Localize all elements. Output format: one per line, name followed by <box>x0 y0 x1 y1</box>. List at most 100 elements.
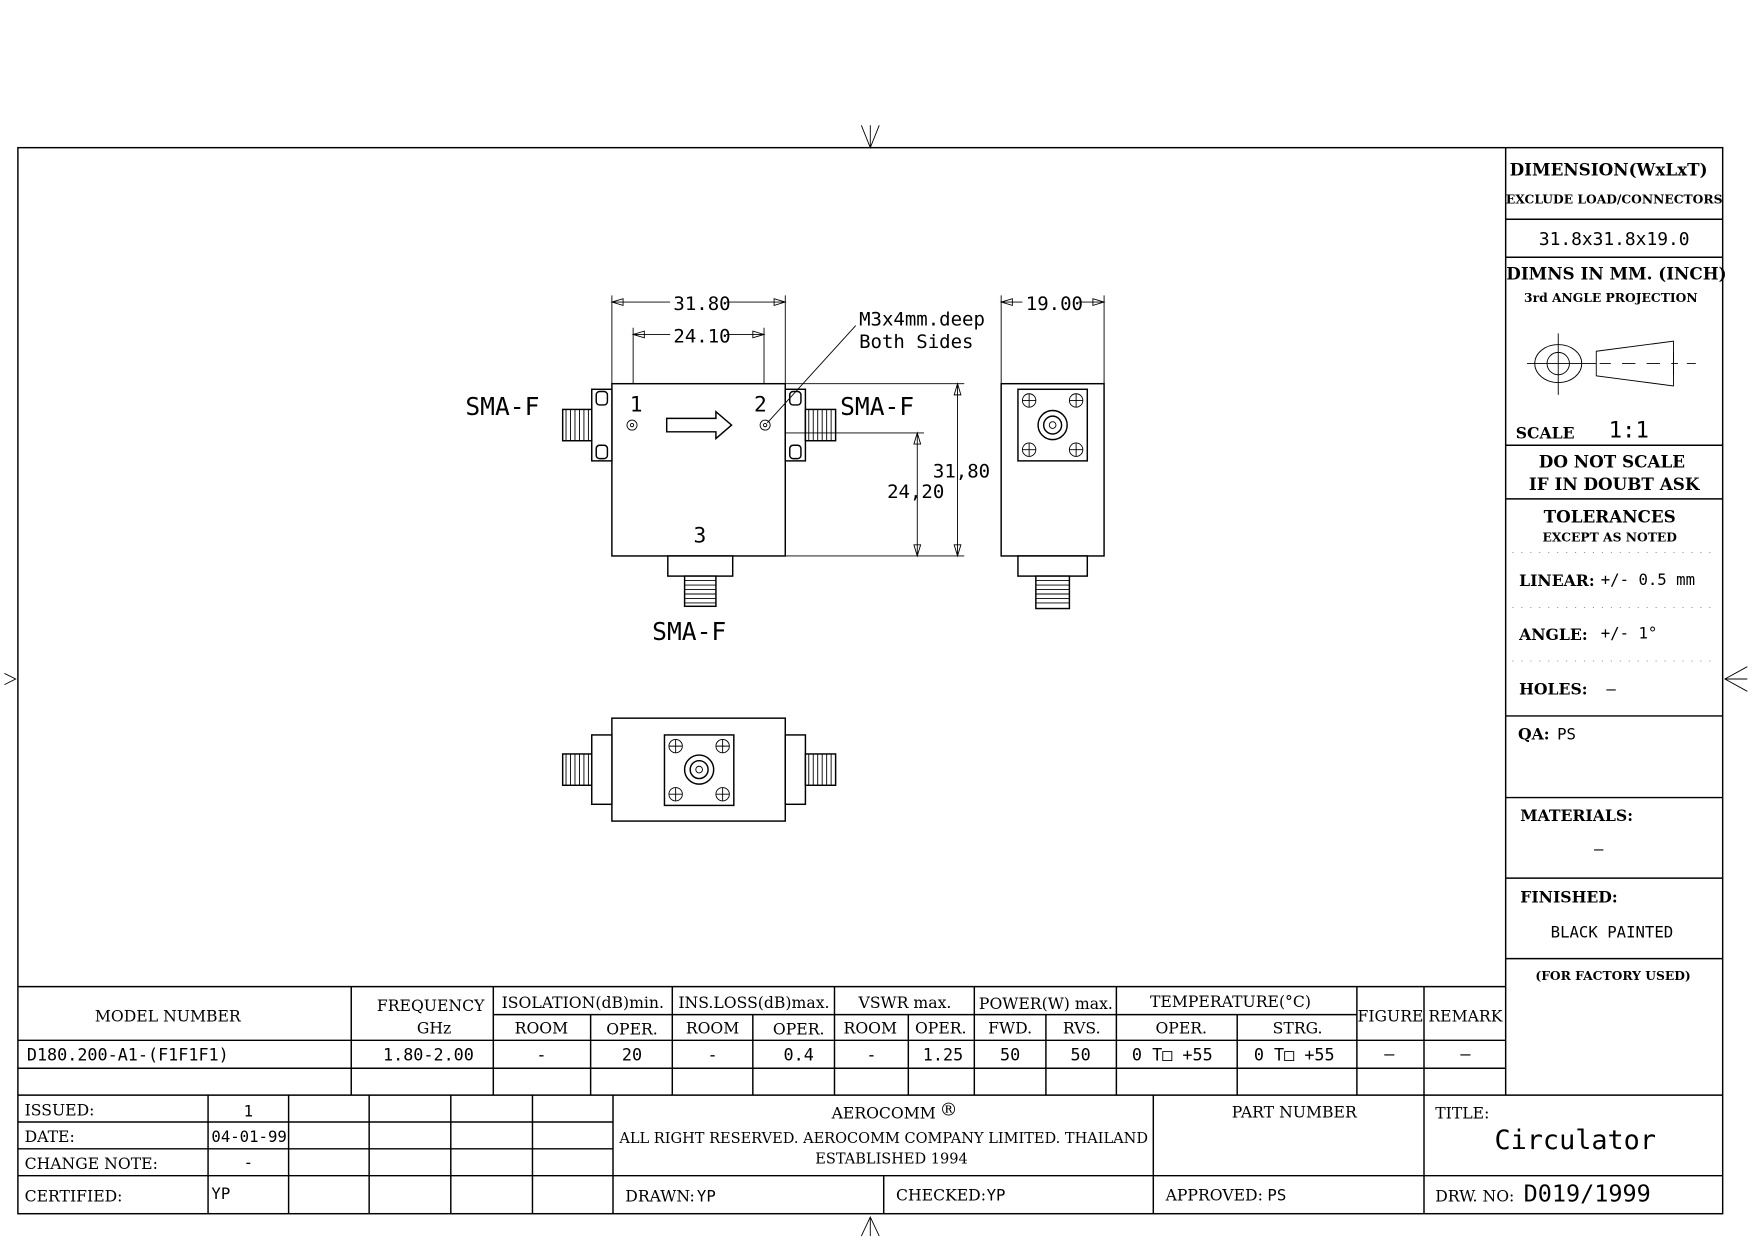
cell-power-fwd: 50 <box>1000 1044 1020 1064</box>
header-isolation-room: ROOM <box>515 1019 569 1038</box>
cell-ins-loss-room: - <box>708 1044 718 1064</box>
header-temp-strg: STRG. <box>1273 1019 1323 1038</box>
cell-vswr-oper: 1.25 <box>923 1044 963 1064</box>
issued-value: 1 <box>244 1101 253 1120</box>
holes-label: HOLES: <box>1519 680 1587 699</box>
date-label: DATE: <box>25 1127 75 1146</box>
doubt-note: IF IN DOUBT ASK <box>1529 474 1701 494</box>
angle-label: ANGLE: <box>1518 625 1588 644</box>
header-ins-loss: INS.LOSS(dB)max. <box>678 993 829 1012</box>
height-dimension: 31,80 <box>933 461 990 483</box>
linear-value: +/- 0.5 mm <box>1601 570 1695 589</box>
cell-isolation-oper: 20 <box>622 1044 642 1064</box>
approved-label: APPROVED: <box>1165 1185 1263 1204</box>
drawing-number-value: D019/1999 <box>1524 1179 1651 1207</box>
header-ins-loss-oper: OPER. <box>773 1020 825 1039</box>
linear-label: LINEAR: <box>1519 571 1595 590</box>
established-note: ESTABLISHED 1994 <box>815 1151 968 1167</box>
holes-value: — <box>1606 680 1616 699</box>
port-3-label: 3 <box>694 524 707 549</box>
hole-spacing-dimension: 24.10 <box>673 325 730 347</box>
part-number-label: PART NUMBER <box>1232 1103 1358 1122</box>
units-note: DIMNS IN MM. (INCH) <box>1506 264 1726 284</box>
header-frequency-unit: GHz <box>417 1019 451 1038</box>
date-value: 04-01-99 <box>211 1127 286 1146</box>
port-1-label: 1 <box>630 393 643 418</box>
header-power-fwd: FWD. <box>988 1019 1032 1038</box>
direction-arrow-icon <box>665 410 733 441</box>
mounting-hole-1 <box>626 419 638 431</box>
cell-ins-loss-oper: 0.4 <box>784 1044 814 1064</box>
drawn-value: YP <box>697 1186 716 1205</box>
header-temperature: TEMPERATURE(°C) <box>1150 992 1311 1011</box>
header-vswr: VSWR max. <box>858 993 952 1012</box>
change-note-value: - <box>244 1153 253 1172</box>
cell-temp-strg: 0 T□ +55 <box>1254 1044 1335 1064</box>
approved-value: PS <box>1267 1185 1286 1204</box>
header-power-rvs: RVS. <box>1063 1019 1101 1038</box>
cell-model: D180.200-A1-(F1F1F1) <box>27 1044 229 1064</box>
company-name: AEROCOMM <box>831 1104 936 1123</box>
finished-label: FINISHED: <box>1520 888 1617 907</box>
connector-port-1 <box>561 388 613 462</box>
hole-note-line-2: Both Sides <box>859 331 973 353</box>
cell-power-rvs: 50 <box>1070 1044 1090 1064</box>
checked-value: YP <box>987 1185 1006 1204</box>
width-dimension: 31.80 <box>673 293 730 315</box>
connector-label-bottom: SMA-F <box>652 617 726 646</box>
mounting-hole-2 <box>759 419 771 431</box>
dimension-value: 31.8x31.8x19.0 <box>1539 229 1690 250</box>
header-vswr-oper: OPER. <box>915 1019 967 1038</box>
connector-port-2 <box>784 388 837 462</box>
angle-value: +/- 1° <box>1601 624 1658 643</box>
front-view: 1 2 3 SMA-F SMA-F SMA-F 31.80 24.10 M3x4… <box>465 293 990 646</box>
dimension-lines <box>610 295 965 558</box>
factory-note: (FOR FACTORY USED) <box>1535 968 1690 983</box>
cell-remark: — <box>1460 1043 1471 1063</box>
checked-label: CHECKED: <box>896 1185 986 1204</box>
title-value: Circulator <box>1494 1125 1656 1156</box>
header-model-number: MODEL NUMBER <box>95 1006 242 1025</box>
connector-label-left: SMA-F <box>465 392 539 421</box>
dimension-title: DIMENSION(WxLxT) <box>1510 160 1708 180</box>
title-label: TITLE: <box>1435 1104 1489 1123</box>
certified-label: CERTIFIED: <box>25 1186 123 1205</box>
header-power: POWER(W) max. <box>979 994 1113 1013</box>
sidebar-panel: DIMENSION(WxLxT) EXCLUDE LOAD/CONNECTORS… <box>1504 147 1727 1096</box>
scale-label: SCALE <box>1516 424 1575 443</box>
header-isolation-oper: OPER. <box>606 1020 658 1039</box>
scale-value: 1:1 <box>1609 417 1649 443</box>
side-view: 19.00 <box>999 293 1106 610</box>
materials-label: MATERIALS: <box>1520 806 1633 825</box>
header-remark: REMARK <box>1428 1006 1502 1025</box>
port-height-dimension: 24,20 <box>887 481 944 503</box>
circulator-body <box>611 382 787 557</box>
header-ins-loss-room: ROOM <box>686 1019 740 1038</box>
cell-isolation-room: - <box>536 1044 546 1064</box>
header-figure: FIGURE <box>1357 1006 1423 1025</box>
centering-marks <box>4 125 1748 1237</box>
projection-note: 3rd ANGLE PROJECTION <box>1524 290 1698 305</box>
header-isolation: ISOLATION(dB)min. <box>502 993 664 1012</box>
drawn-label: DRAWN: <box>625 1186 695 1205</box>
registered-mark: ® <box>940 1099 958 1120</box>
cell-temp-oper: 0 T□ +55 <box>1132 1044 1213 1064</box>
qa-value: PS <box>1557 724 1576 743</box>
spec-table: MODEL NUMBER FREQUENCY GHz ISOLATION(dB)… <box>17 985 1723 1096</box>
rights-notice: ALL RIGHT RESERVED. AEROCOMM COMPANY LIM… <box>618 1131 1148 1147</box>
drawing-number-label: DRW. NO: <box>1435 1186 1514 1205</box>
table-row: D180.200-A1-(F1F1F1) 1.80-2.00 - 20 - 0.… <box>27 1043 1471 1064</box>
bottom-view <box>561 717 837 822</box>
header-temp-oper: OPER. <box>1155 1019 1207 1038</box>
cell-frequency: 1.80-2.00 <box>383 1044 474 1064</box>
issued-label: ISSUED: <box>25 1100 95 1119</box>
do-not-scale-note: DO NOT SCALE <box>1539 452 1685 472</box>
qa-label: QA: <box>1518 724 1550 743</box>
port-2-label: 2 <box>754 393 767 418</box>
thickness-dimension: 19.00 <box>1026 293 1083 315</box>
dimension-subtitle: EXCLUDE LOAD/CONNECTORS <box>1506 192 1723 207</box>
header-frequency: FREQUENCY <box>377 996 485 1015</box>
finished-value: BLACK PAINTED <box>1551 922 1674 941</box>
